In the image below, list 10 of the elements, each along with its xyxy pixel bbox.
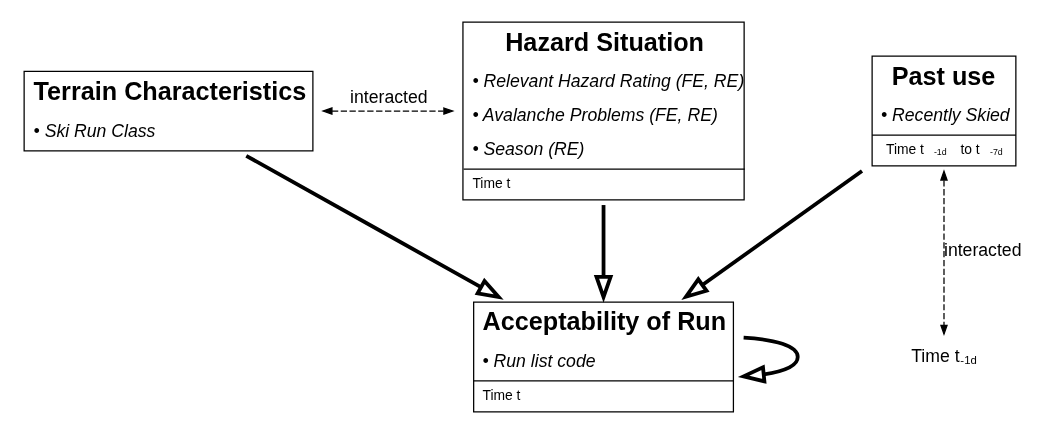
arrow xyxy=(320,107,455,116)
arrow xyxy=(939,169,948,337)
arrow xyxy=(244,154,504,300)
edge-label: interacted xyxy=(349,86,428,107)
edge-label: interacted xyxy=(943,239,1021,260)
arrow xyxy=(737,335,800,384)
node-text: Time t-1d xyxy=(910,346,977,367)
arrow xyxy=(680,169,863,301)
arrow xyxy=(593,205,613,303)
node-box: Terrain Characteristics • Ski Run Class xyxy=(23,70,313,152)
